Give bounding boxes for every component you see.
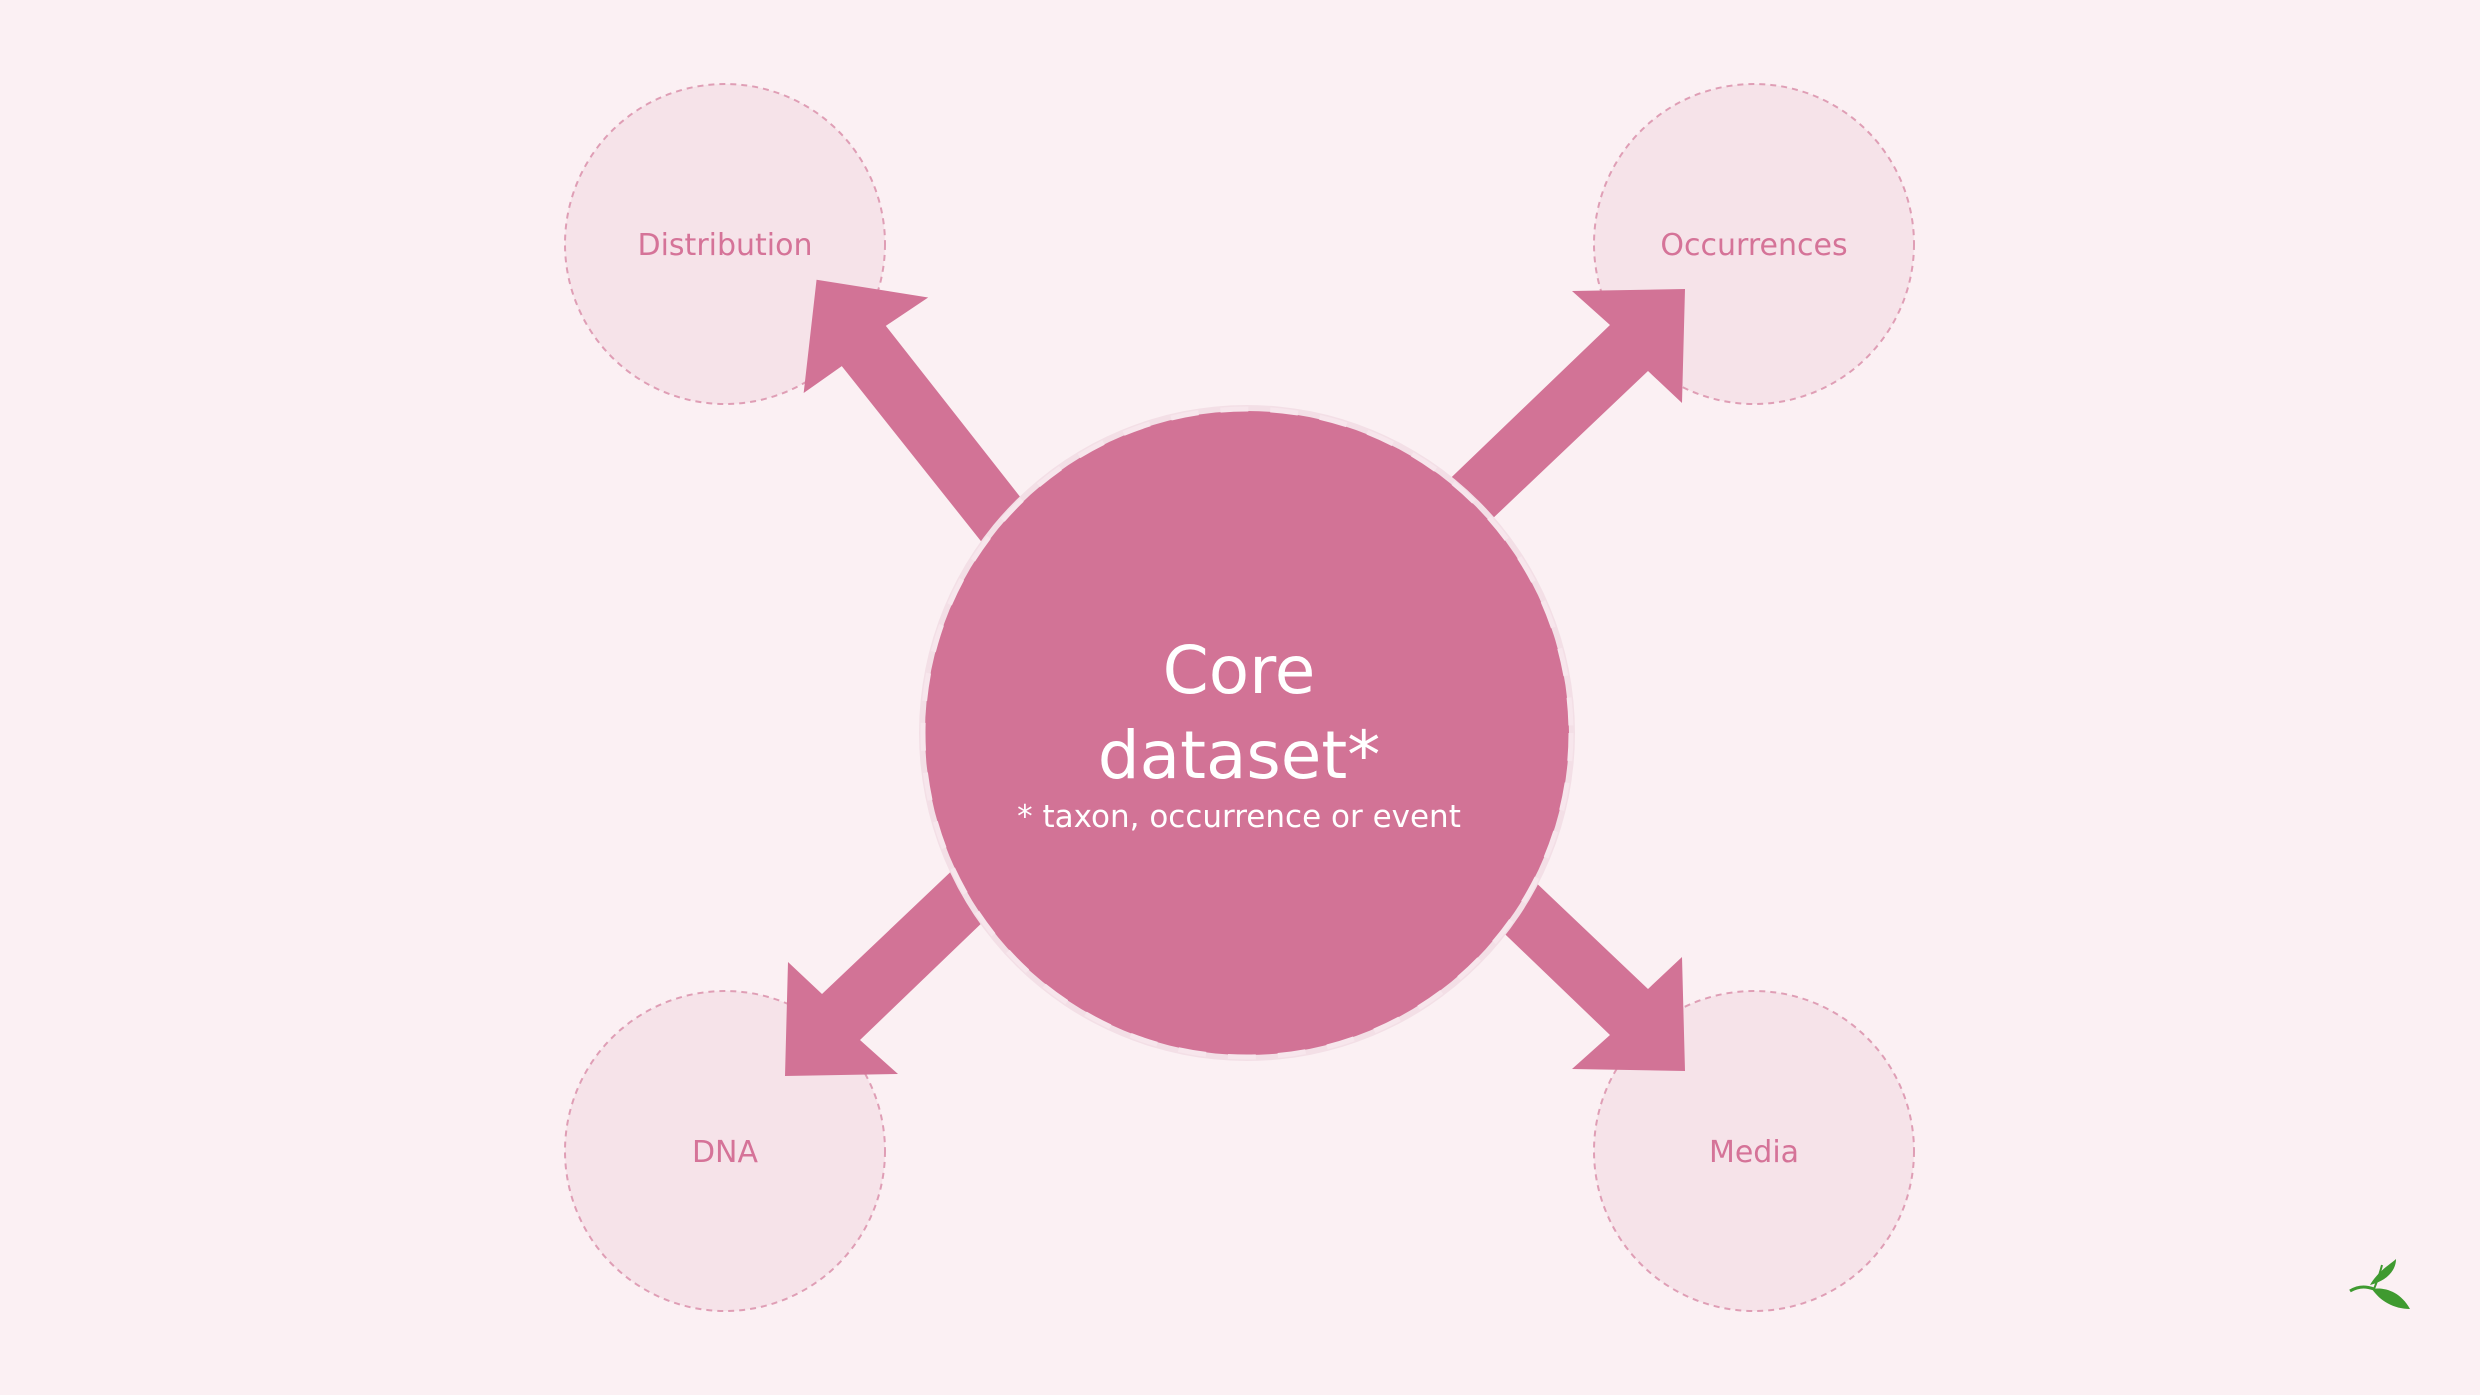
node-media-circle	[1593, 990, 1915, 1312]
core-title-line1: Core	[1163, 632, 1316, 709]
node-dna-label: DNA	[692, 1135, 759, 1170]
core-dashed-ring	[920, 406, 1574, 1060]
node-occurrences-label: Occurrences	[1660, 228, 1847, 263]
core-note: * taxon, occurrence or event	[1017, 799, 1461, 835]
core-node: Core dataset* * taxon, occurrence or eve…	[919, 405, 1575, 1061]
node-distribution-label: Distribution	[637, 228, 812, 263]
leaf-logo-icon	[2349, 1259, 2410, 1309]
node-distribution: Distribution	[564, 83, 886, 405]
node-media: Media	[1593, 990, 1915, 1312]
node-distribution-circle	[564, 83, 886, 405]
core-circle	[925, 411, 1569, 1055]
node-media-label: Media	[1709, 1135, 1799, 1170]
core-title-line2: dataset*	[1098, 717, 1381, 794]
